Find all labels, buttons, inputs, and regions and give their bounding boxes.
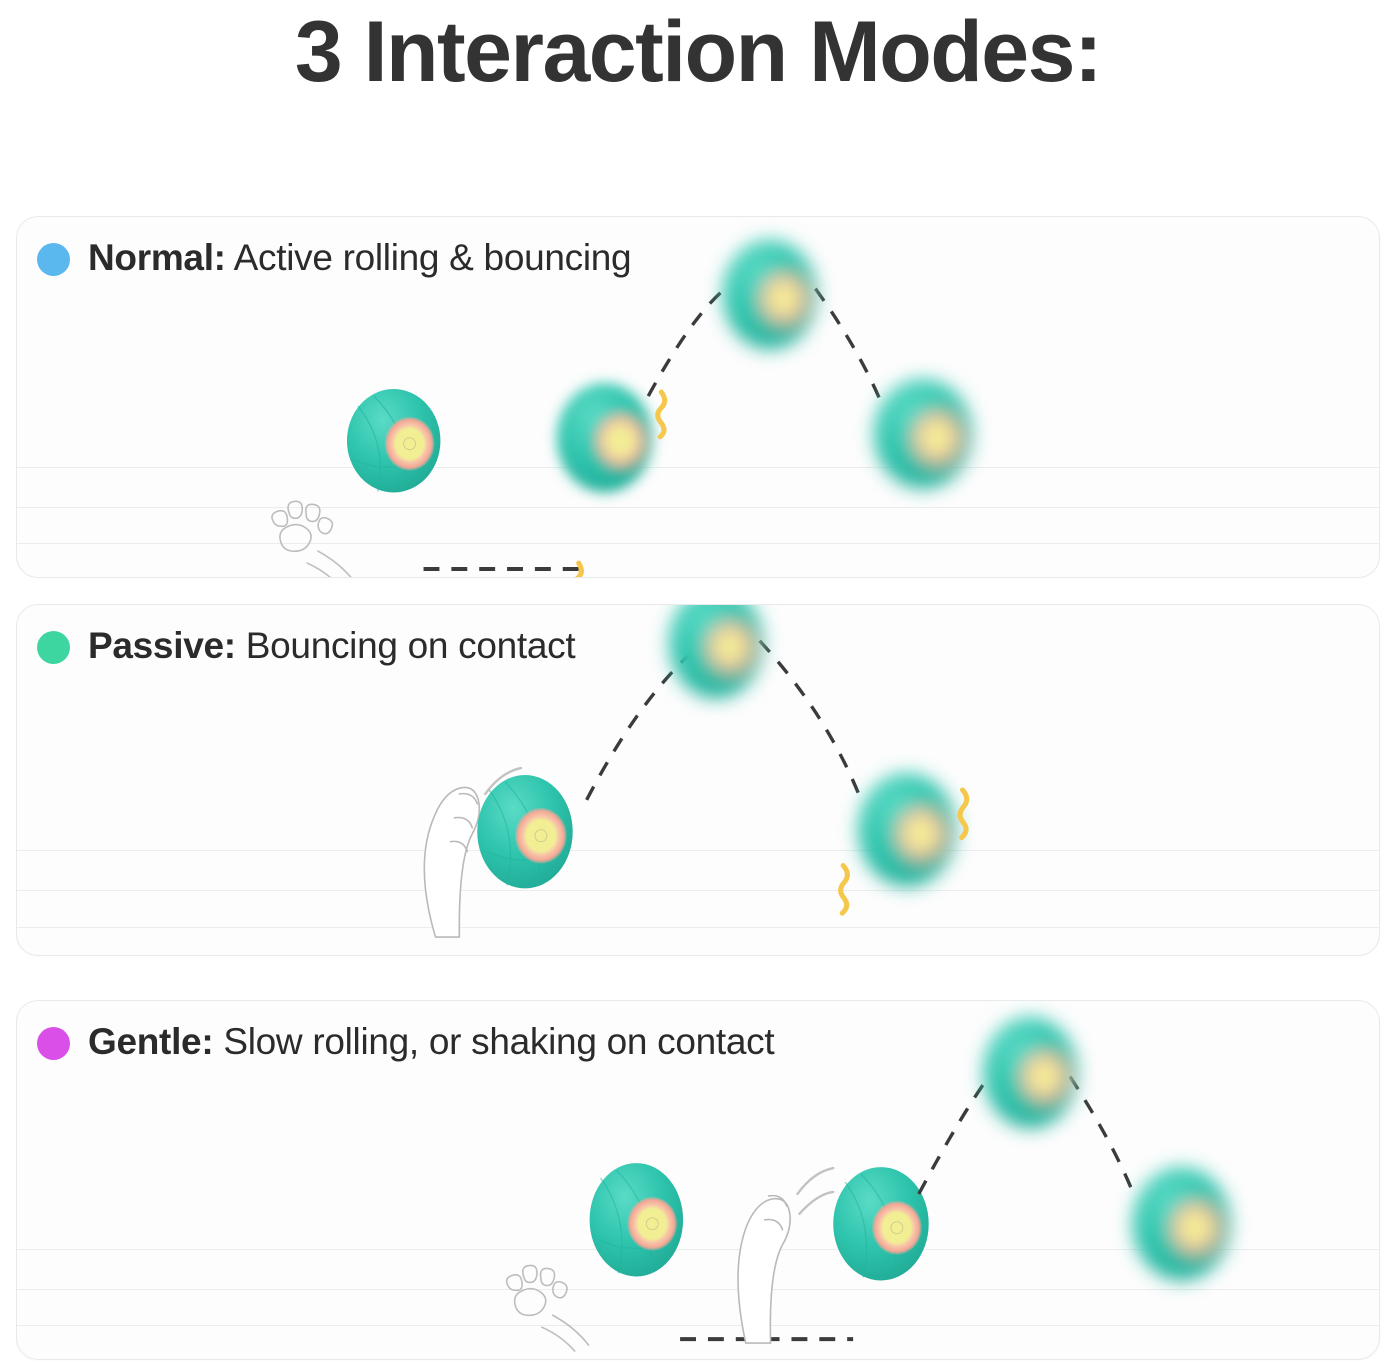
spark-icon (838, 863, 850, 916)
mode-label: Passive: (88, 625, 236, 666)
ball-icon (669, 605, 763, 699)
trajectory-arc-icon (646, 285, 729, 397)
mode-label: Normal: (88, 237, 226, 278)
guide-line (17, 543, 1379, 544)
card-heading-normal: Normal: Active rolling & bouncing (37, 237, 632, 279)
paw-icon (271, 500, 352, 577)
ball-icon (556, 383, 653, 493)
spark-icon (575, 560, 584, 577)
card-heading-text: Passive: Bouncing on contact (88, 625, 576, 667)
mode-card-gentle[interactable]: Gentle: Slow rolling, or shaking on cont… (16, 1000, 1380, 1360)
status-dot-passive (37, 630, 70, 664)
cat-claws-icon (763, 1194, 788, 1231)
page-title: 3 Interaction Modes: (294, 4, 1103, 100)
mode-description: Slow rolling, or shaking on contact (223, 1021, 775, 1062)
status-dot-normal (37, 242, 70, 276)
scene-normal (271, 239, 972, 577)
ball-icon (858, 773, 956, 887)
mode-label: Gentle: (88, 1021, 214, 1062)
paw-icon (505, 1264, 590, 1352)
card-heading-text: Gentle: Slow rolling, or shaking on cont… (88, 1021, 775, 1063)
ball-icon (477, 775, 573, 889)
ball-icon (833, 1167, 929, 1281)
scene-gentle (505, 1016, 1231, 1352)
cat-leg-icon (423, 786, 481, 938)
cat-claws-icon (449, 792, 479, 853)
card-heading-text: Normal: Active rolling & bouncing (88, 237, 632, 279)
guide-line (17, 507, 1379, 508)
trajectory-arc-icon (813, 287, 883, 403)
mode-card-passive[interactable]: Passive: Bouncing on contact (16, 604, 1380, 956)
guide-line (17, 890, 1379, 891)
guide-line (17, 850, 1379, 851)
ball-icon (1132, 1167, 1231, 1281)
trajectory-arc-icon (1068, 1075, 1136, 1195)
card-heading-passive: Passive: Bouncing on contact (37, 625, 576, 667)
guide-line (17, 467, 1379, 468)
ball-icon (722, 239, 817, 350)
guide-line (17, 927, 1379, 928)
mode-description: Bouncing on contact (245, 625, 576, 666)
ball-icon (983, 1016, 1077, 1129)
spark-icon (957, 787, 970, 841)
card-heading-gentle: Gentle: Slow rolling, or shaking on cont… (37, 1021, 775, 1063)
guide-line (17, 1289, 1379, 1290)
mode-card-normal[interactable]: Normal: Active rolling & bouncing (16, 216, 1380, 578)
ball-icon (589, 1163, 684, 1277)
trajectory-arc-icon (758, 639, 863, 801)
motion-arc-icon (796, 1166, 835, 1216)
guide-line (17, 1325, 1379, 1326)
status-dot-gentle (37, 1026, 70, 1060)
ball-icon (346, 389, 441, 493)
trajectory-arc-icon (917, 1073, 992, 1195)
guide-line (17, 1249, 1379, 1250)
ball-icon (874, 379, 972, 489)
scene-passive (423, 605, 970, 938)
mode-description: Active rolling & bouncing (233, 237, 632, 278)
spark-icon (655, 389, 668, 440)
